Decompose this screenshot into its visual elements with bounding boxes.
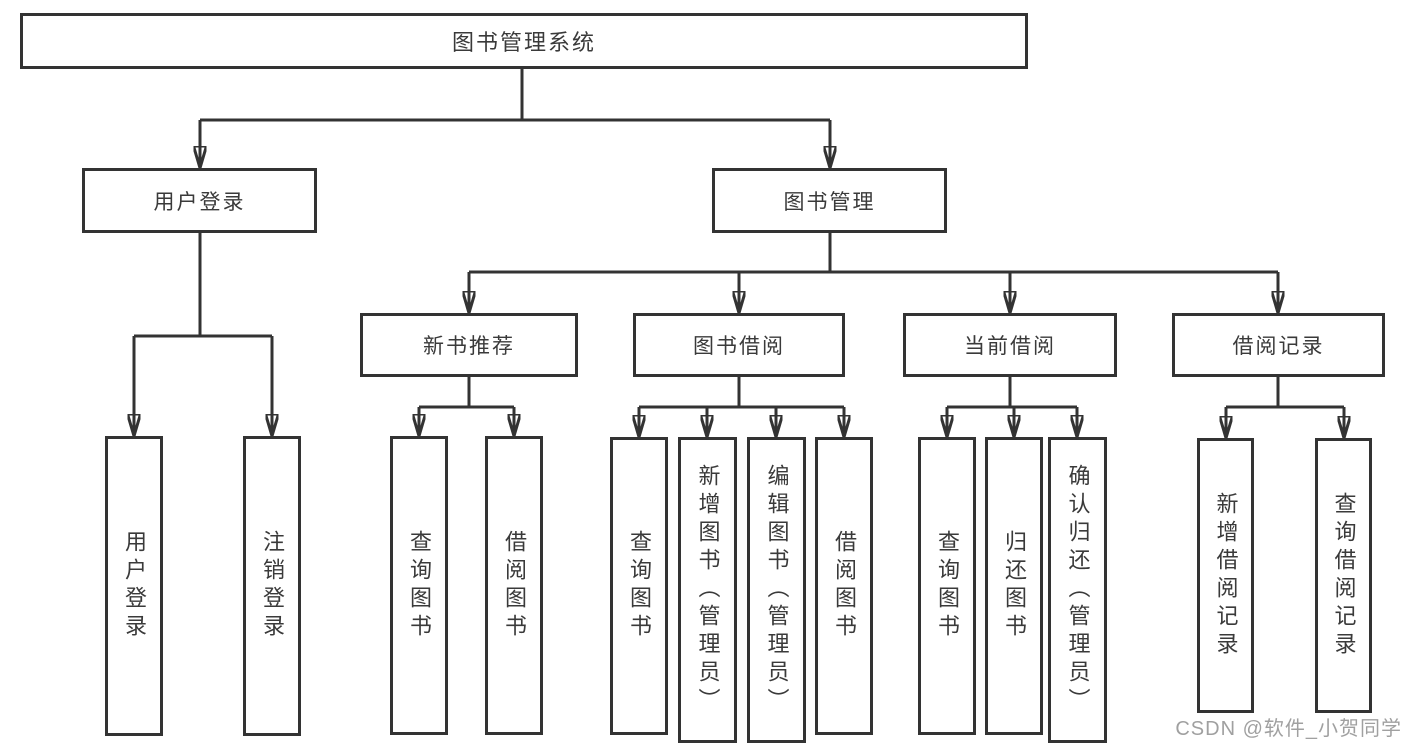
node-user-login: 用户登录 (82, 168, 317, 233)
leaf-confirm-return-admin: 确认归还（管理员） (1048, 437, 1107, 743)
leaf-query-books-borrowing: 查询图书 (610, 437, 668, 735)
node-book-management-label: 图书管理 (783, 190, 876, 214)
node-root: 图书管理系统 (20, 13, 1028, 69)
node-current-borrowing-label: 当前借阅 (964, 335, 1056, 358)
leaf-query-books-current: 查询图书 (918, 437, 976, 735)
leaf-edit-books-admin-label: 编辑图书（管理员） (764, 464, 790, 716)
leaf-query-books-recommend: 查询图书 (390, 436, 448, 735)
node-new-book-recommend-label: 新书推荐 (423, 335, 515, 358)
leaf-add-books-admin-label: 新增图书（管理员） (695, 464, 721, 716)
node-borrow-records: 借阅记录 (1172, 313, 1385, 377)
node-user-login-label: 用户登录 (153, 190, 246, 214)
node-book-borrowing-label: 图书借阅 (693, 335, 785, 358)
node-book-borrowing: 图书借阅 (633, 313, 845, 377)
watermark: CSDN @软件_小贺同学 (1175, 718, 1402, 740)
leaf-logout: 注销登录 (243, 436, 301, 736)
node-borrow-records-label: 借阅记录 (1232, 335, 1325, 358)
leaf-query-borrow-record-label: 查询借阅记录 (1331, 491, 1357, 660)
leaf-add-books-admin: 新增图书（管理员） (678, 437, 737, 743)
node-root-label: 图书管理系统 (451, 30, 596, 55)
leaf-query-books-borrowing-label: 查询图书 (627, 530, 652, 642)
node-book-management: 图书管理 (712, 168, 947, 233)
leaf-logout-label: 注销登录 (260, 530, 285, 642)
leaf-edit-books-admin: 编辑图书（管理员） (747, 437, 806, 743)
leaf-query-books-recommend-label: 查询图书 (407, 529, 432, 642)
node-new-book-recommend: 新书推荐 (360, 313, 578, 377)
leaf-borrow-books-recommend-label: 借阅图书 (502, 529, 527, 642)
leaf-query-borrow-record: 查询借阅记录 (1315, 438, 1372, 713)
leaf-user-login: 用户登录 (105, 436, 163, 736)
leaf-query-books-current-label: 查询图书 (935, 530, 960, 642)
leaf-user-login-label: 用户登录 (122, 530, 147, 642)
node-current-borrowing: 当前借阅 (903, 313, 1117, 377)
leaf-borrow-books: 借阅图书 (815, 437, 873, 735)
leaf-borrow-books-label: 借阅图书 (832, 530, 857, 642)
leaf-return-books-label: 归还图书 (1002, 530, 1027, 642)
leaf-add-borrow-record: 新增借阅记录 (1197, 438, 1254, 713)
leaf-confirm-return-admin-label: 确认归还（管理员） (1065, 464, 1091, 716)
leaf-add-borrow-record-label: 新增借阅记录 (1213, 491, 1239, 660)
leaf-return-books: 归还图书 (985, 437, 1043, 735)
leaf-borrow-books-recommend: 借阅图书 (485, 436, 543, 735)
